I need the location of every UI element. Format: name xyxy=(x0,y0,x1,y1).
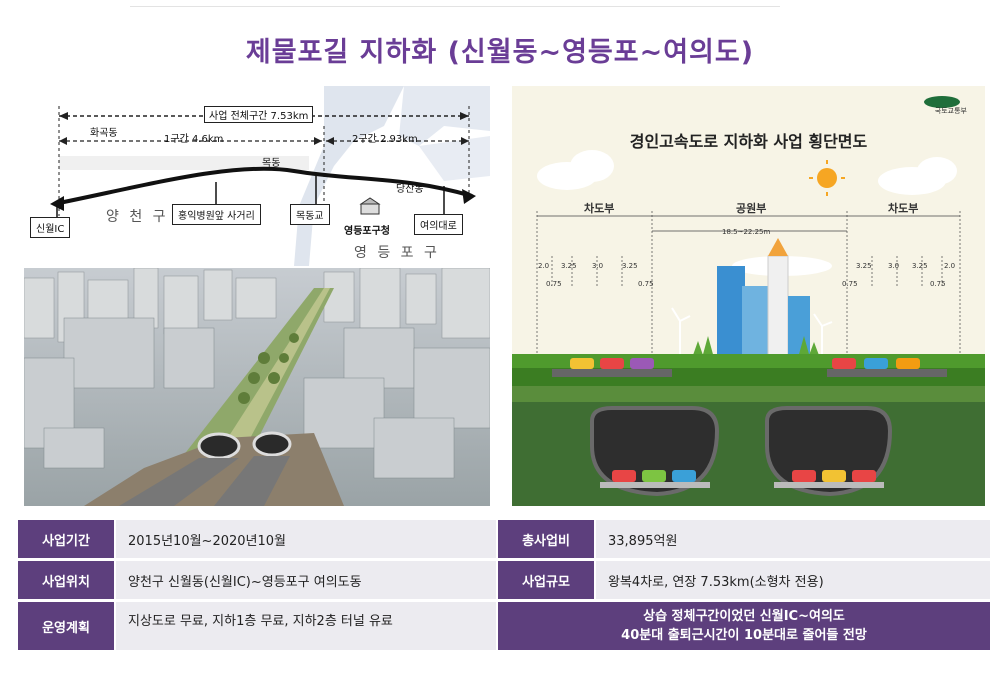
gucheong-label: 영등포구청 xyxy=(344,226,390,237)
cross-section-graphic xyxy=(512,86,985,506)
location-header: 사업위치 xyxy=(18,561,114,599)
ministry-logo: 국토교통부 xyxy=(934,107,967,115)
total-distance-label: 사업 전체구간 7.53km xyxy=(204,106,314,123)
yangcheon-label: 양 천 구 xyxy=(106,209,169,225)
sinwol-ic-box: 신월IC xyxy=(30,217,71,238)
dangsan-label: 당산동 xyxy=(396,184,424,195)
left-dim-4: 3.25 xyxy=(622,262,638,270)
right-dim-b1: 0.75 xyxy=(842,280,858,288)
cost-value: 33,895억원 xyxy=(596,520,990,558)
hwagok-label: 화곡동 xyxy=(90,128,118,139)
right-dim-4: 2.0 xyxy=(944,262,956,270)
scale-header: 사업규모 xyxy=(498,561,594,599)
left-dim-2: 3.25 xyxy=(561,262,577,270)
plan-header: 운영계획 xyxy=(18,602,114,650)
scale-value: 왕복4차로, 연장 7.53km(소형차 전용) xyxy=(596,561,990,599)
expected-effect-line2: 40분대 출퇴근시간이 10분대로 줄어들 전망 xyxy=(621,628,867,643)
right-road-label: 차도부 xyxy=(888,202,919,215)
route-map: 사업 전체구간 7.53km 1구간 4.6km 2구간 2.93km 화곡동 … xyxy=(24,86,490,266)
hongik-box: 홍익병원앞 사거리 xyxy=(172,204,261,225)
period-header: 사업기간 xyxy=(18,520,114,558)
plan-value: 지상도로 무료, 지하1층 무료, 지하2층 터널 유료 xyxy=(116,602,496,650)
aerial-photo xyxy=(24,268,490,506)
aerial-photo-graphic xyxy=(24,268,490,506)
illustration-title: 경인고속도로 지하화 사업 횡단면도 xyxy=(629,132,868,151)
left-road-label: 차도부 xyxy=(584,202,615,215)
section2-label: 2구간 2.93km xyxy=(352,134,418,145)
location-value: 양천구 신월동(신월IC)~영등포구 여의도동 xyxy=(116,561,496,599)
right-dim-1: 3.25 xyxy=(856,262,872,270)
yeouidaero-box: 여의대로 xyxy=(414,214,463,235)
left-dim-b1: 0.75 xyxy=(546,280,562,288)
left-dim-b2: 0.75 xyxy=(638,280,654,288)
mokdonggyo-box: 목동교 xyxy=(290,204,330,225)
park-label: 공원부 xyxy=(736,202,767,215)
right-dim-3: 3.25 xyxy=(912,262,928,270)
expected-effect-line1: 상습 정체구간이었던 신월IC~여의도 xyxy=(643,609,845,624)
left-dim-1: 2.0 xyxy=(538,262,550,270)
right-dim-b2: 0.75 xyxy=(930,280,946,288)
period-value: 2015년10월~2020년10월 xyxy=(116,520,496,558)
park-width-label: 18.5~22.25m xyxy=(722,228,771,236)
section1-label: 1구간 4.6km xyxy=(164,134,224,145)
expected-effect: 상습 정체구간이었던 신월IC~여의도 40분대 출퇴근시간이 10분대로 줄어… xyxy=(498,602,990,650)
cost-header: 총사업비 xyxy=(498,520,594,558)
cross-section-illustration: 국토교통부 경인고속도로 지하화 사업 횡단면도 차도부 공원부 차도부 18.… xyxy=(512,86,985,506)
route-map-graphic xyxy=(50,86,490,266)
yeongdeungpo-label: 영 등 포 구 xyxy=(354,245,440,261)
right-dim-2: 3.0 xyxy=(888,262,900,270)
page-title: 제물포길 지하화 (신월동~영등포~여의도) xyxy=(245,37,755,68)
mokdong-label: 목동 xyxy=(262,158,281,169)
top-divider xyxy=(130,6,780,7)
left-dim-3: 3.0 xyxy=(592,262,604,270)
